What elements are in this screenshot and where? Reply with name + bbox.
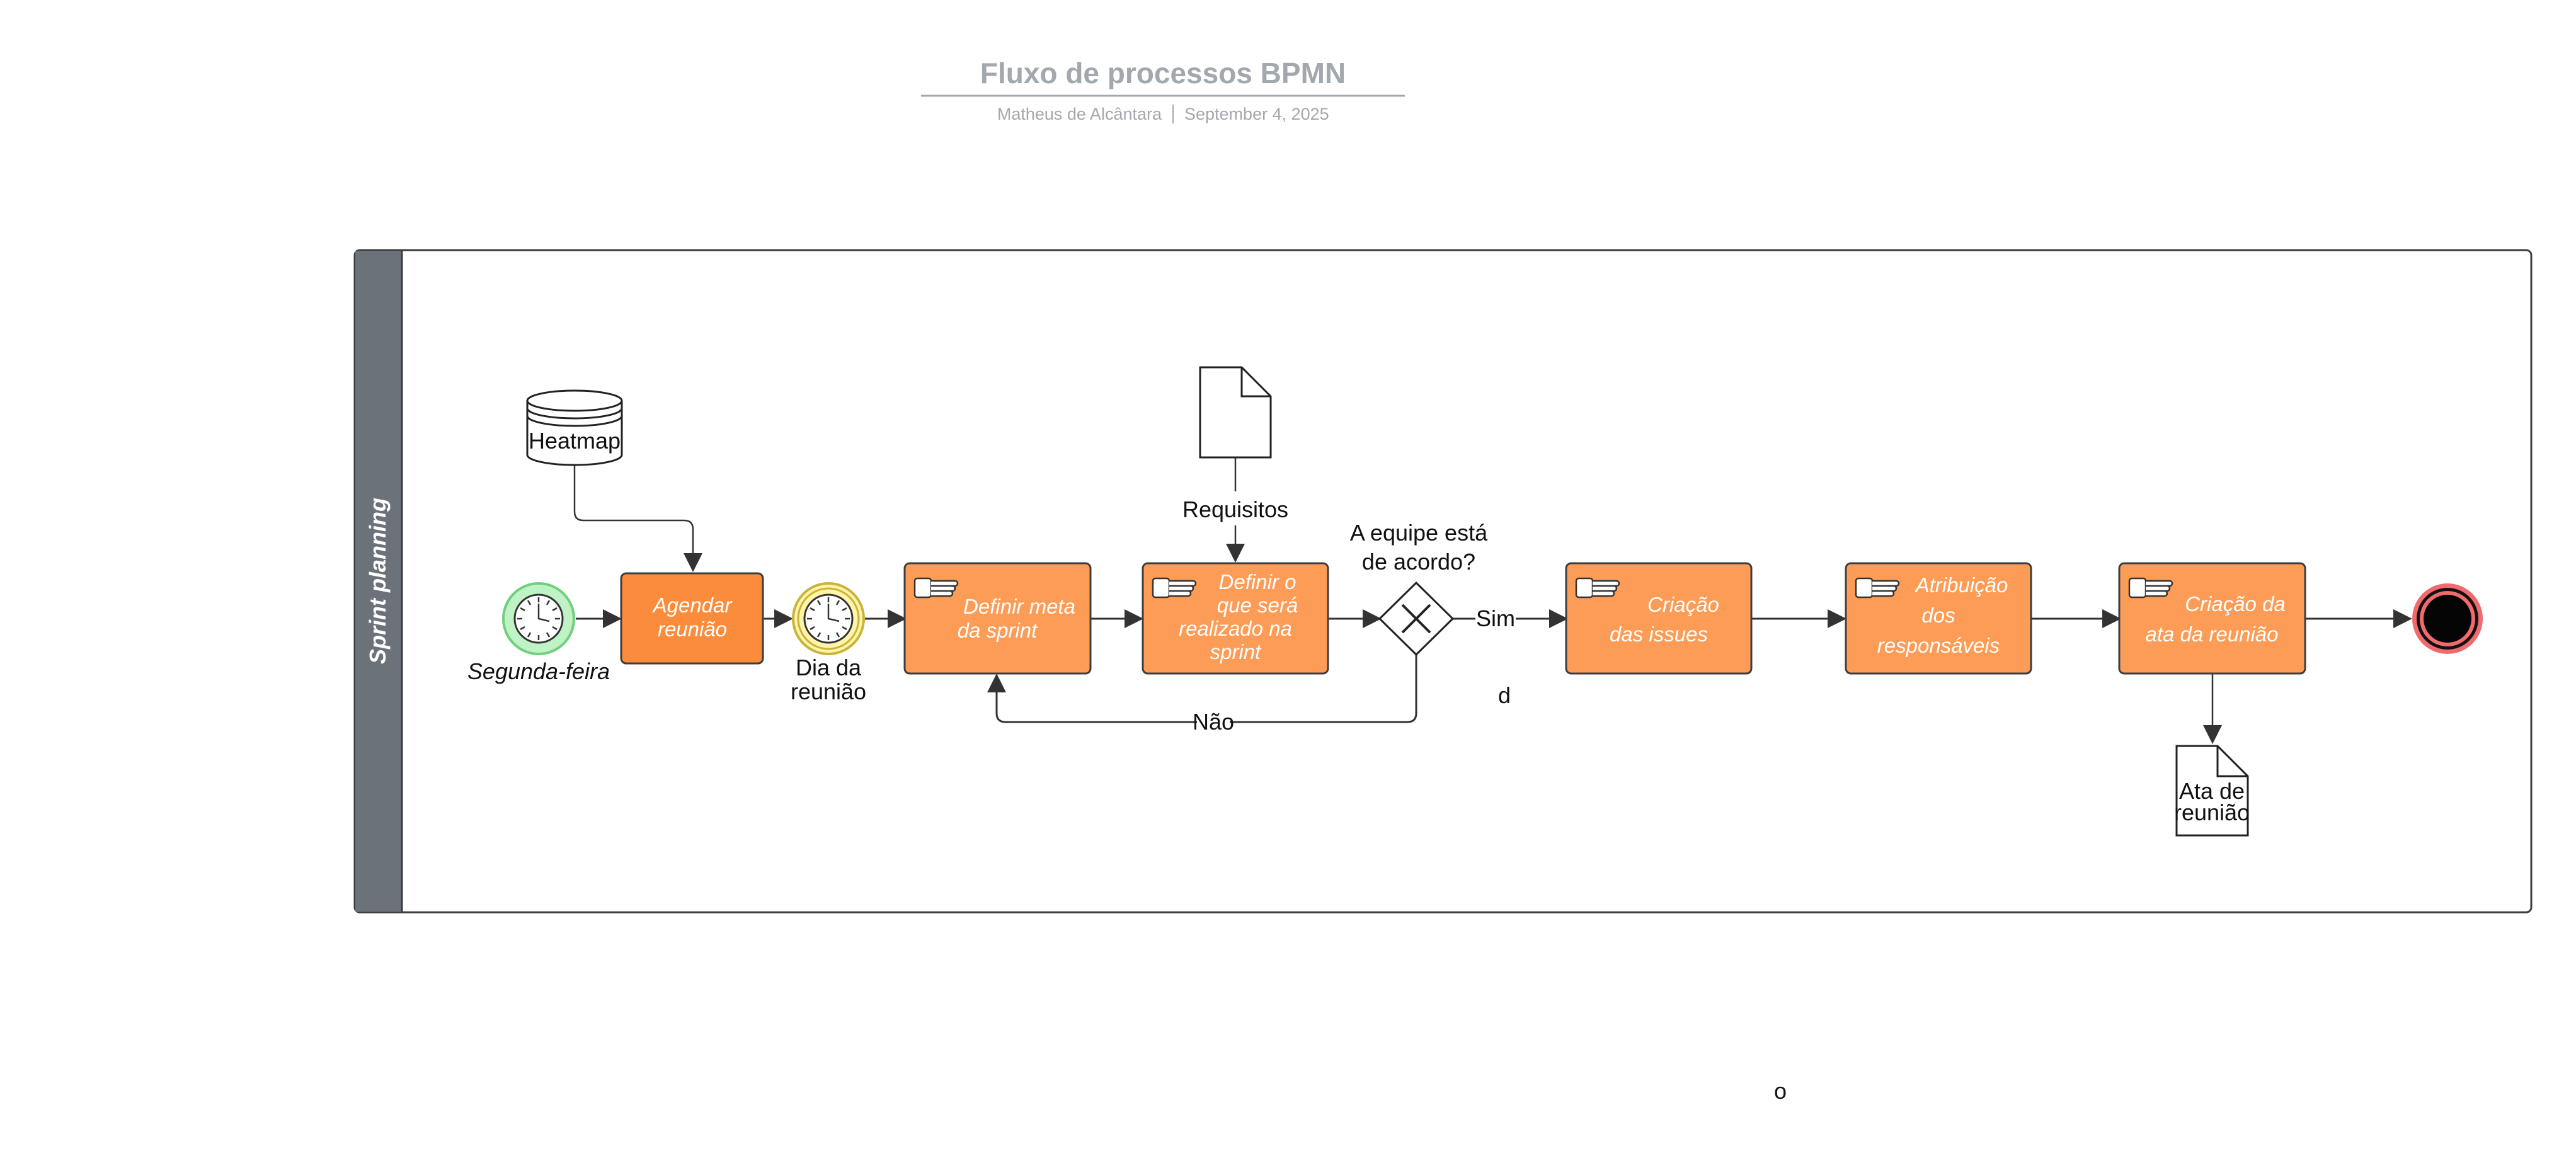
task-label-line2: ata da reunião (2145, 622, 2278, 646)
manual-task-icon (913, 577, 959, 599)
manual-task-icon (1855, 577, 1900, 599)
timer-inner-ring (797, 587, 860, 650)
task-label-line1: Atribuição (1915, 573, 2008, 597)
clock-ticks (517, 597, 560, 640)
date-text: September 4, 2025 (1184, 105, 1329, 123)
lane-sprint-planning: Sprint planning (353, 249, 2533, 914)
end-event[interactable] (2412, 583, 2483, 654)
task-label-line2: da sprint (958, 619, 1038, 642)
author-text: Matheus de Alcântara (997, 105, 1162, 123)
clock-ticks (807, 597, 850, 640)
lane-header (355, 251, 402, 912)
timer-label-line1: Dia da (796, 655, 862, 680)
flow-label-nao: Não (1193, 709, 1234, 735)
gateway-label-line1: A equipe está (1350, 520, 1488, 546)
document-label: Requisitos (1182, 496, 1288, 522)
sequence-flows (576, 609, 2412, 723)
gateway-label-line2: de acordo? (1362, 549, 1475, 575)
task-label-line1: Criação da (2185, 592, 2286, 616)
task-label-line1: Definir meta (963, 595, 1075, 618)
start-event-segunda[interactable]: Segunda-feira (467, 582, 610, 684)
task-label-line2: que será (1217, 593, 1298, 617)
document-shape (2175, 745, 2249, 837)
task-definir-realizado[interactable]: Definir o que será realizado na sprint (1142, 562, 1329, 675)
gateway-x-icon (1401, 604, 1431, 634)
end-event-core (2424, 595, 2471, 643)
data-associations (573, 457, 2222, 744)
data-store-label: Heatmap (529, 428, 621, 454)
document-shape (1199, 366, 1272, 459)
task-criacao-issues[interactable]: Criação das issues (1565, 562, 1753, 675)
task-label-line1: Criação (1647, 593, 1719, 616)
page-title: Fluxo de processos BPMN (980, 57, 1346, 89)
document-label-line2: reunião (2174, 800, 2250, 825)
lane-border (353, 249, 2533, 914)
cylinder-bands (526, 408, 623, 427)
flow-label-sim: Sim (1476, 605, 1515, 631)
task-label-line2: dos (1921, 604, 1955, 627)
task-atribuicao[interactable]: Atribuição dos responsáveis (1845, 562, 2032, 675)
task-box (620, 572, 764, 665)
task-label-line2: das issues (1610, 622, 1708, 646)
lane-label: Sprint planning (365, 498, 391, 664)
document-fold (1240, 367, 1271, 398)
header: Fluxo de processos BPMN Matheus de Alcân… (921, 57, 1405, 123)
task-label-line1: Agendar (652, 593, 733, 617)
document-fold (2216, 746, 2248, 777)
stray-text-o: o (1774, 1078, 1787, 1104)
document-requisitos[interactable]: Requisitos (1182, 366, 1288, 522)
document-ata[interactable]: Ata de reunião (2174, 745, 2250, 837)
flow-label-nao-bg (1197, 708, 1230, 736)
flow-gateway-no-loop (997, 655, 1417, 723)
task-box (2118, 562, 2306, 675)
manual-task-icon (2128, 577, 2173, 599)
task-label-line3: realizado na (1179, 617, 1292, 640)
intermediate-timer-event[interactable]: Dia da reunião (791, 582, 866, 704)
exclusive-gateway[interactable]: A equipe está de acordo? (1350, 520, 1488, 656)
task-label-line2: reunião (658, 617, 727, 641)
task-box (1565, 562, 1753, 675)
timer-label-line2: reunião (791, 679, 866, 704)
task-criacao-ata[interactable]: Criação da ata da reunião (2118, 562, 2306, 675)
stray-text-d: d (1498, 682, 1511, 708)
task-label-line1: Definir o (1219, 570, 1297, 593)
task-label-line3: responsáveis (1877, 634, 2000, 657)
task-label-line4: sprint (1210, 640, 1262, 663)
task-agendar-reuniao[interactable]: Agendar reunião (620, 572, 764, 665)
assoc-heatmap-to-agendar (573, 465, 702, 572)
start-event-label: Segunda-feira (467, 658, 610, 684)
cylinder-top (526, 389, 623, 412)
task-definir-meta[interactable]: Definir meta da sprint (903, 562, 1092, 675)
manual-task-icon (1152, 577, 1197, 599)
document-label-line1: Ata de (2179, 778, 2245, 804)
data-store-heatmap[interactable]: Heatmap (526, 389, 623, 466)
manual-task-icon (1575, 577, 1620, 599)
